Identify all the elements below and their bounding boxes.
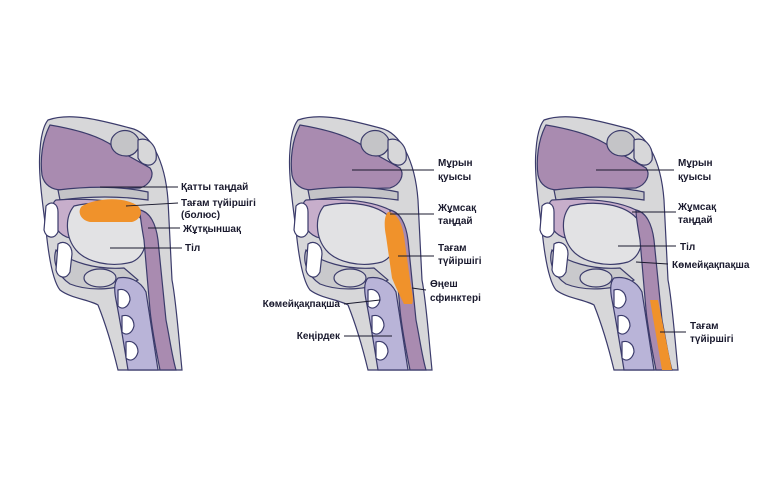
label-bolus-line1: Тағам [690,321,719,332]
panel-stage-3: Мұрын қуысы Жұмсақ таңдай Тіл Көмейқақпа… [535,117,749,370]
panel-stage-2: Мұрын қуысы Жұмсақ таңдай Тағам түйіршіг… [263,117,482,370]
label-soft-palate-line2: таңдай [438,216,473,227]
label-sphincter-line1: Өңеш [430,279,458,290]
label-nasal-line2: қуысы [438,172,471,183]
label-soft-palate-line1: Жұмсақ [437,203,476,214]
label-bolus-line2: түйіршігі [438,256,482,267]
label-bolus-line2: (болюс) [181,209,220,221]
label-soft-palate-line2: таңдай [678,215,713,226]
label-larynx: Кеңірдек [297,331,341,342]
label-bolus-line2: түйіршігі [690,334,734,345]
label-nasal-line1: Мұрын [438,158,473,169]
label-pharynx: Жұтқыншақ [182,224,241,235]
label-bolus-line1: Тағам түйіршігі [181,198,256,209]
label-nasal-line2: қуысы [678,172,711,183]
label-tongue: Тіл [185,243,200,254]
label-sphincter-line2: сфинктері [430,292,481,304]
label-nasal-line1: Мұрын [678,158,713,169]
label-tongue: Тіл [680,242,695,253]
label-epiglottis: Көмейқақпақша [672,260,750,271]
label-epiglottis: Көмейқақпақша [263,299,341,310]
panel-stage-1: Қатты таңдай Тағам түйіршігі (болюс) Жұт… [39,117,256,370]
label-hard-palate: Қатты таңдай [181,182,248,193]
label-soft-palate-line1: Жұмсақ [677,202,716,213]
label-bolus-line1: Тағам [438,243,467,254]
